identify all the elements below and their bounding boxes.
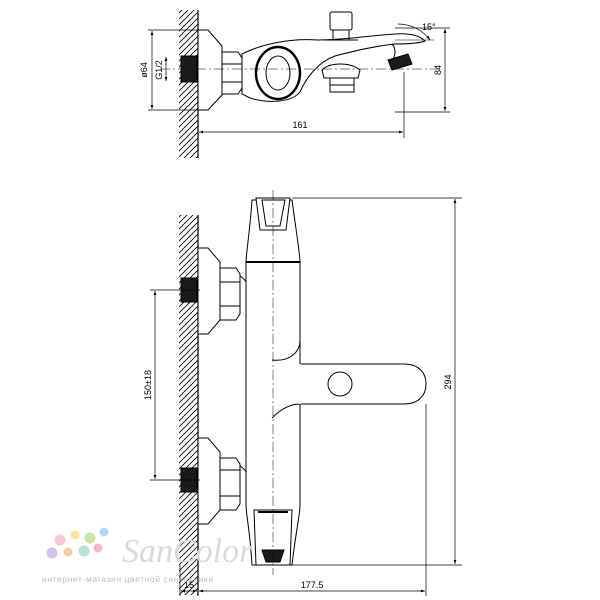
wall-flange-upper — [197, 247, 221, 335]
brand-dot — [78, 545, 90, 557]
brand-dot — [63, 547, 73, 557]
hex-nut-top — [221, 51, 243, 95]
brand-dot — [93, 543, 103, 553]
diverter-knob-top — [329, 11, 353, 31]
spout-front — [271, 330, 427, 419]
top-view-dimensions — [148, 23, 450, 138]
brand-dot — [70, 530, 80, 540]
dim-depth: 177.5 — [301, 580, 324, 590]
dim-nut-diameter: ø64 — [139, 62, 149, 78]
diverter-knob-front — [327, 371, 353, 397]
brand-dots-icon — [46, 527, 109, 559]
front-view — [179, 190, 427, 595]
dim-spout-angle: 15° — [422, 22, 436, 32]
dim-top-height: 84 — [433, 65, 443, 75]
wall-hatch-top — [179, 10, 198, 158]
dim-wall-offset: 15 — [184, 580, 194, 590]
top-view — [160, 10, 440, 158]
spout-outlet-top — [321, 63, 361, 79]
hose-connector-top — [387, 53, 413, 71]
dim-center-distance: 150±18 — [143, 370, 153, 400]
wall-flange-top — [197, 29, 223, 111]
dim-projection: 161 — [292, 120, 307, 130]
dim-thread: G1/2 — [154, 60, 164, 80]
brand-name: SanColor — [122, 533, 253, 570]
brand-dot — [54, 534, 66, 546]
hex-nut-upper — [219, 267, 241, 321]
brand-dot — [84, 532, 96, 544]
brand-dot — [99, 527, 109, 537]
wall-flange-lower — [197, 437, 221, 525]
front-view-dimensions — [150, 197, 462, 596]
dim-front-height: 294 — [443, 374, 453, 389]
wall-hatch-front — [179, 215, 198, 595]
hex-nut-lower — [219, 457, 241, 511]
brand-dot — [46, 547, 58, 559]
brand-tagline: интернет-магазин цветной сантехники — [42, 574, 214, 584]
brand-watermark: SanColor интернет-магазин цветной сантех… — [42, 527, 253, 584]
